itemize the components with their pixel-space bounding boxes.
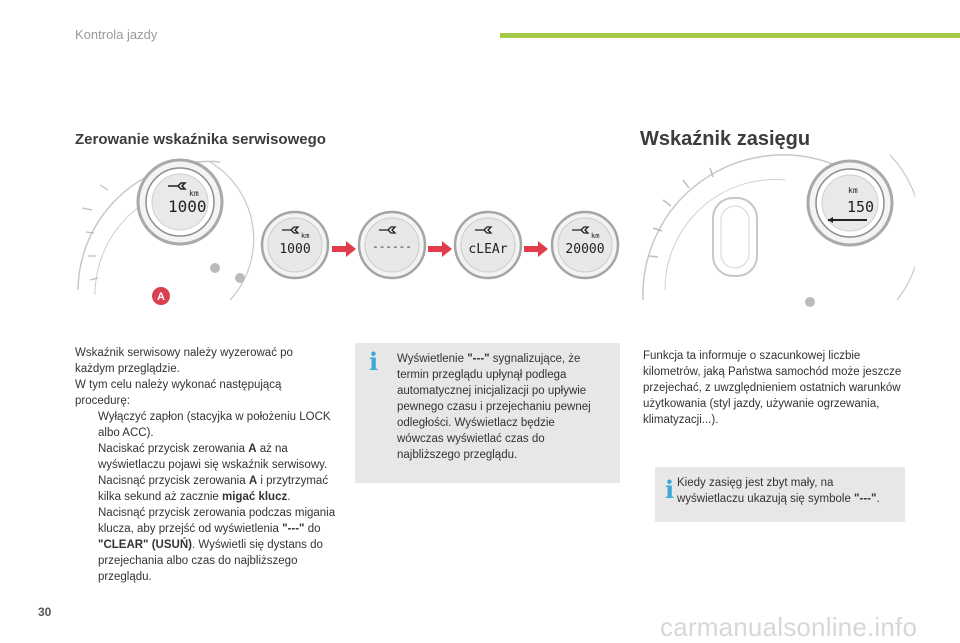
arrow-icon: [524, 241, 548, 257]
range-illustration: km 150: [642, 154, 915, 307]
range-display-value: 150: [847, 198, 874, 216]
info-note-low-range: i Kiedy zasięg jest zbyt mały, na wyświe…: [655, 467, 905, 522]
arrow-icon: [332, 241, 356, 257]
service-reset-instructions: Wskaźnik serwisowy należy wyzerować po k…: [75, 345, 345, 585]
step-value: 1000: [279, 242, 310, 257]
dial-knob: [805, 297, 815, 307]
section-heading-service-reset: Zerowanie wskaźnika serwisowego: [75, 131, 326, 148]
list-item: Nacisnąć przycisk zerowania podczas miga…: [98, 507, 336, 583]
main-display-value: 1000: [168, 197, 207, 216]
info-note-text: Kiedy zasięg jest zbyt mały, na wyświetl…: [677, 477, 880, 505]
button-a-label: A: [157, 291, 165, 303]
info-icon: i: [369, 347, 379, 376]
list-item: Wyłączyć zapłon (stacyjka w położeniu LO…: [98, 411, 331, 439]
reset-button-a[interactable]: A: [152, 287, 170, 305]
step-value: ------: [372, 240, 412, 253]
watermark: carmanualsonline.info: [660, 612, 918, 642]
unit-label: km: [848, 186, 858, 195]
header-accent-bar: [500, 33, 960, 38]
unit-label: km: [189, 189, 199, 198]
service-reset-illustration: km 1000 A km 1000 ------ cLEAr km 20000: [77, 158, 620, 305]
list-item: Naciskać przycisk zerowania A aż na wyśw…: [98, 443, 328, 471]
info-icon: i: [665, 475, 675, 504]
step-value: 20000: [565, 242, 604, 257]
info-note-expired: i Wyświetlenie "---" sygnalizujące, że t…: [355, 343, 620, 483]
intro-line: procedurę:: [75, 395, 130, 407]
section-heading-range: Wskaźnik zasięgu: [640, 128, 811, 150]
header-title: Kontrola jazdy: [75, 27, 158, 42]
range-description: Funkcja ta informuje o szacunkowej liczb…: [643, 350, 902, 426]
intro-line: W tym celu należy wykonać następującą: [75, 379, 282, 391]
step-gauge-2: ------: [357, 210, 427, 280]
svg-text:km: km: [301, 232, 309, 240]
wrench-icon: [168, 182, 187, 190]
info-note-text: Wyświetlenie "---" sygnalizujące, że ter…: [397, 353, 591, 461]
step-gauge-1: km 1000: [260, 210, 330, 280]
page-number: 30: [38, 605, 52, 619]
list-item: Nacisnąć przycisk zerowania A i przytrzy…: [98, 475, 329, 503]
svg-text:km: km: [591, 232, 599, 240]
intro-line: Wskaźnik serwisowy należy wyzerować po: [75, 347, 293, 359]
step-gauge-3: cLEAr: [453, 210, 523, 280]
step-gauge-4: km 20000: [550, 210, 620, 280]
arrow-icon: [428, 241, 452, 257]
intro-line: każdym przeglądzie.: [75, 363, 180, 375]
step-value: cLEAr: [468, 242, 507, 257]
